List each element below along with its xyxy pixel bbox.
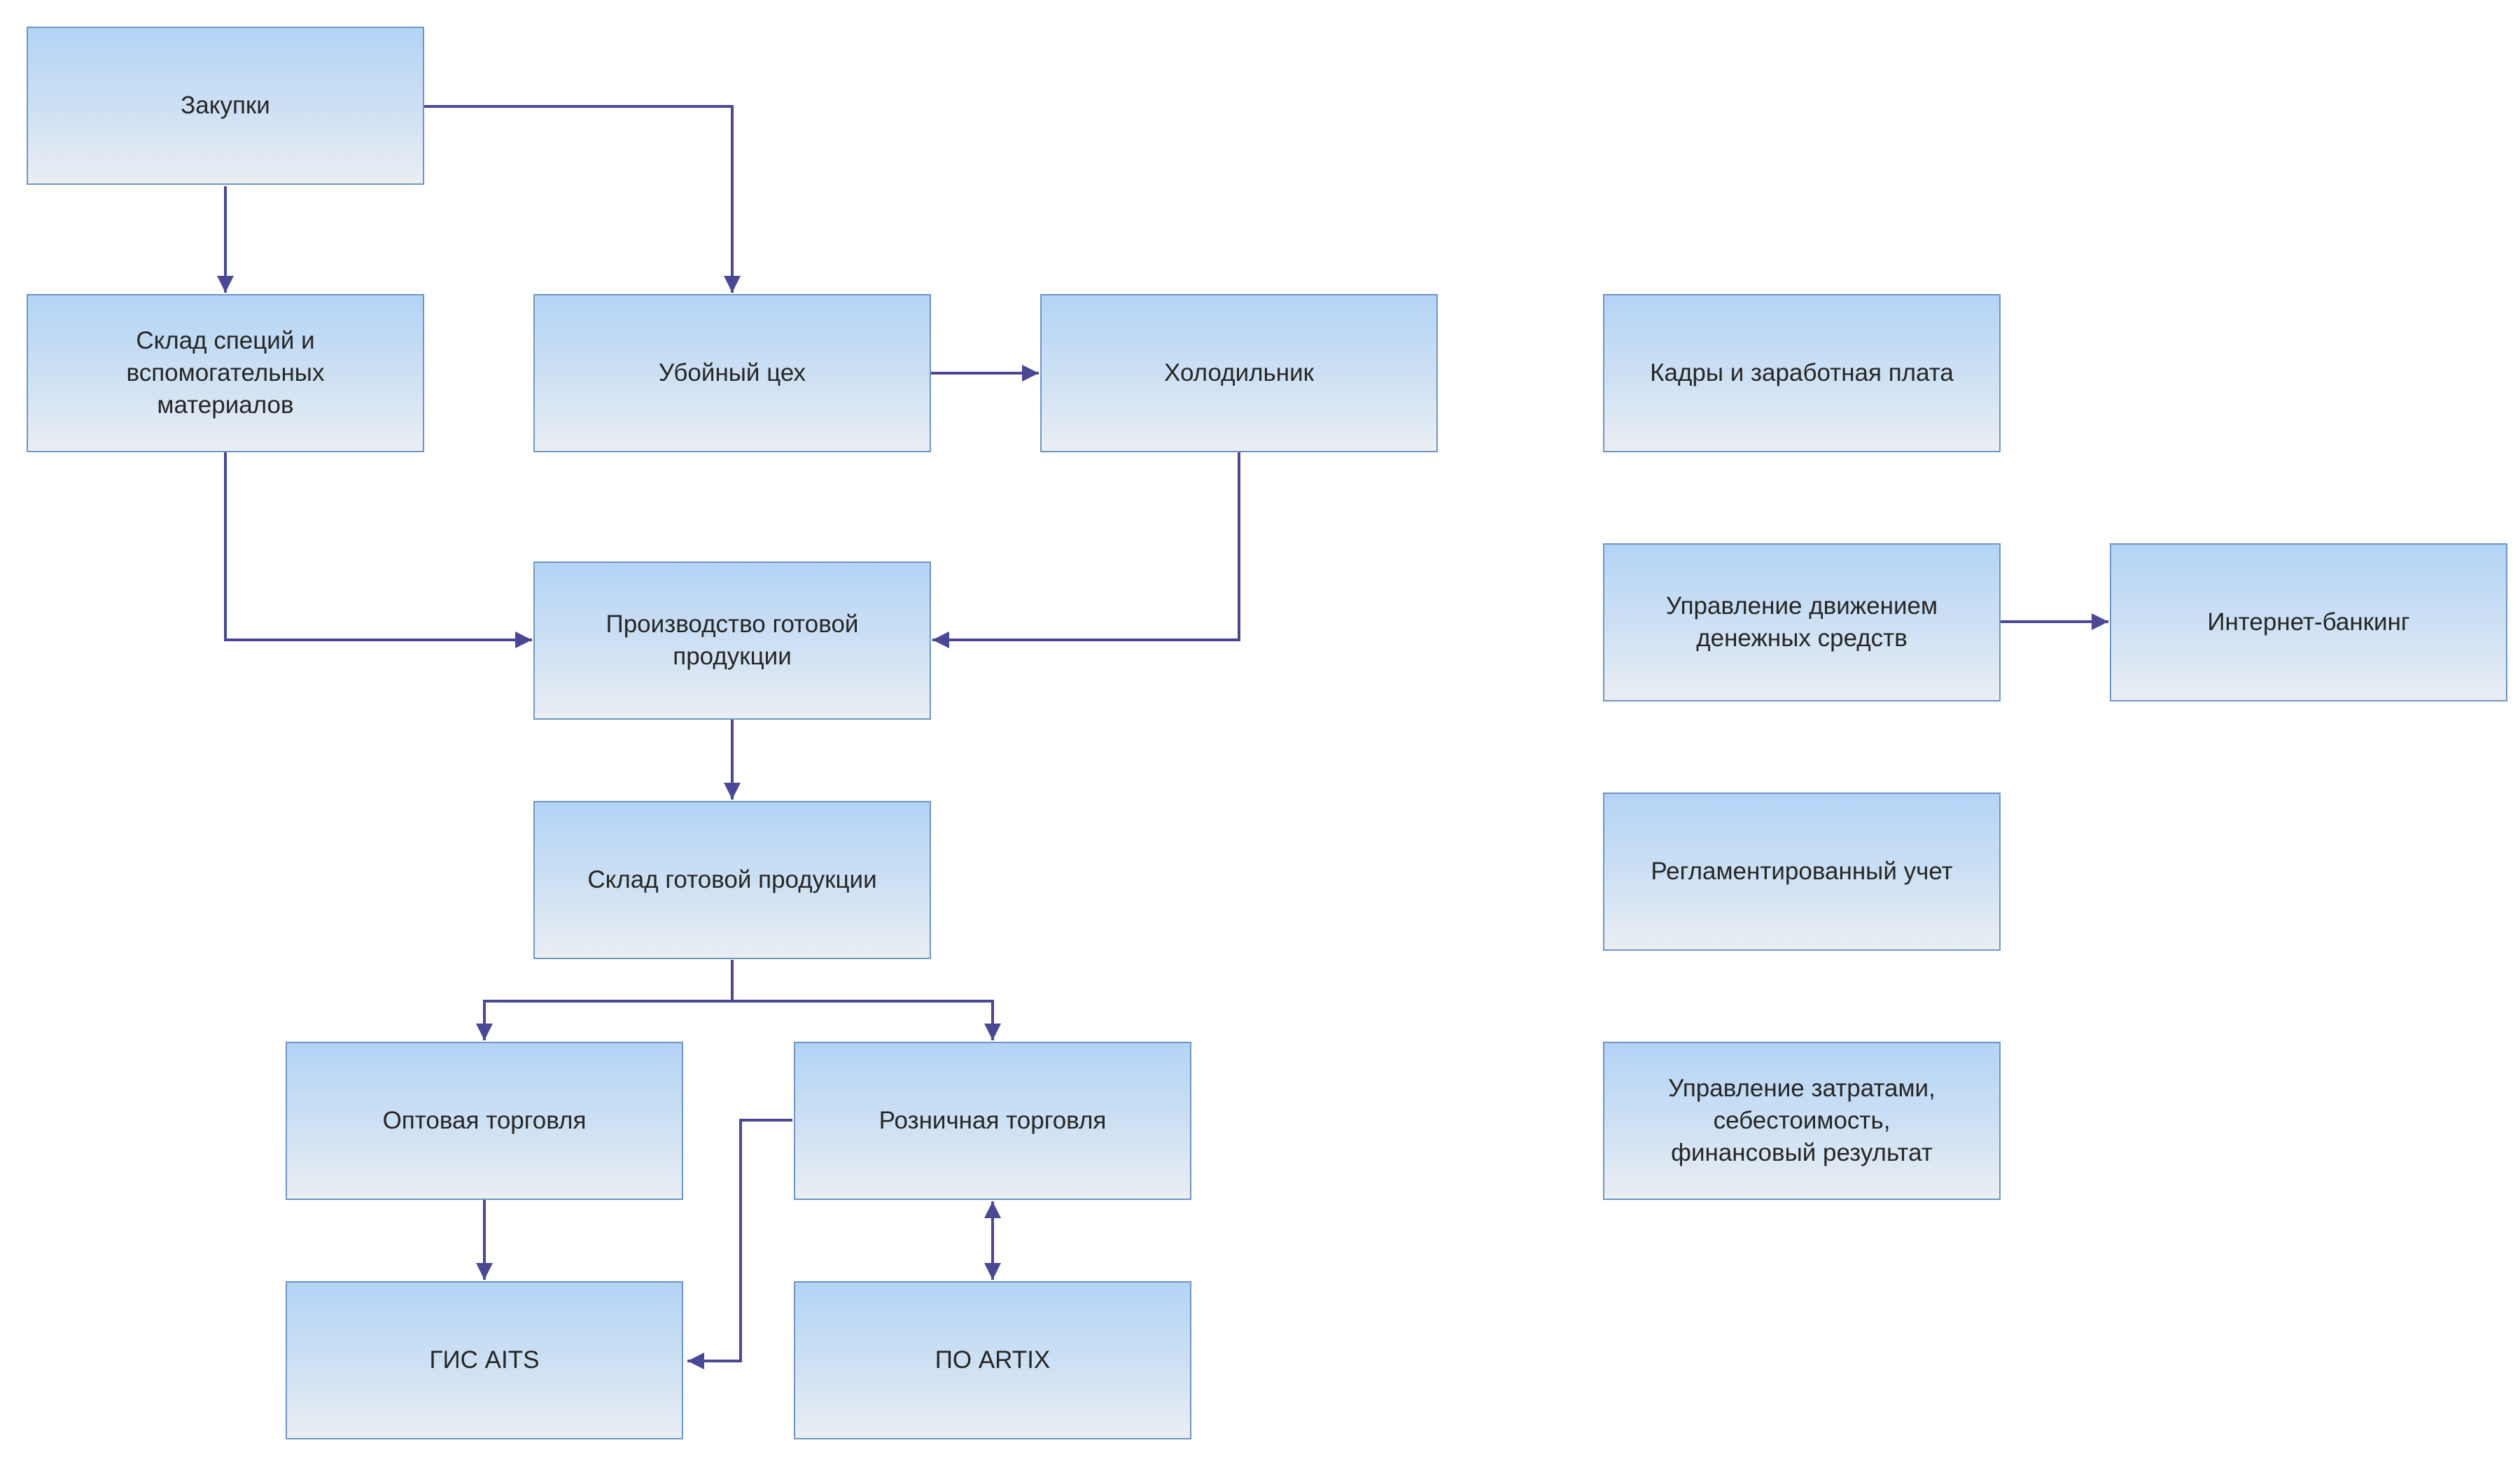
node-uboyny-ceh[interactable]: Убойный цех [533, 294, 931, 452]
node-sklad-speciy[interactable]: Склад специй и вспомогательных материало… [27, 294, 424, 452]
edge-sklad-gotovoy-to-roznichnaya [732, 1000, 1001, 1040]
node-kadry-label: Кадры и заработная плата [1650, 359, 1954, 386]
node-upravlenie-ds-label: Управление движением денежных средств [1665, 592, 1938, 652]
node-po-artix-label: ПО ARTIX [934, 1346, 1051, 1374]
node-holodilnik[interactable]: Холодильник [1040, 294, 1438, 452]
node-zakupki-label: Закупки [181, 92, 270, 119]
edge-roznichnaya-to-gis-aits [687, 1119, 792, 1369]
node-upravlenie-zatratami[interactable]: Управление затратами, себестоимость, фин… [1603, 1042, 2001, 1200]
node-internet-banking-label: Интернет-банкинг [2207, 608, 2410, 636]
node-upravlenie-zatratami-label: Управление затратами, себестоимость, фин… [1668, 1075, 1935, 1166]
edge-sklad-speciy-to-proizvodstvo [224, 452, 532, 648]
node-proizvodstvo-label: Производство готовой продукции [606, 610, 859, 670]
node-reglament-label: Регламентированный учет [1651, 858, 1953, 885]
edge-zakupki-to-uboyny-ceh [424, 105, 741, 293]
edge-holodilnik-to-proizvodstvo [932, 452, 1240, 648]
node-gis-aits-label: ГИС AITS [429, 1346, 540, 1374]
node-gis-aits[interactable]: ГИС AITS [286, 1281, 683, 1439]
node-proizvodstvo[interactable]: Производство готовой продукции [533, 561, 931, 720]
node-roznichnaya-label: Розничная торговля [878, 1107, 1107, 1134]
node-optovaya[interactable]: Оптовая торговля [286, 1042, 683, 1200]
node-internet-banking[interactable]: Интернет-банкинг [2110, 543, 2507, 701]
node-zakupki[interactable]: Закупки [27, 27, 424, 185]
node-kadry[interactable]: Кадры и заработная плата [1603, 294, 2001, 452]
node-uboyny-ceh-label: Убойный цех [658, 359, 806, 386]
node-upravlenie-ds[interactable]: Управление движением денежных средств [1603, 543, 2001, 701]
node-sklad-gotovoy[interactable]: Склад готовой продукции [533, 801, 931, 959]
node-sklad-speciy-label: Склад специй и вспомогательных материало… [126, 327, 325, 419]
node-optovaya-label: Оптовая торговля [382, 1107, 587, 1134]
node-holodilnik-label: Холодильник [1164, 359, 1314, 386]
node-po-artix[interactable]: ПО ARTIX [794, 1281, 1191, 1439]
node-sklad-gotovoy-label: Склад готовой продукции [587, 866, 877, 893]
node-reglament[interactable]: Регламентированный учет [1603, 793, 2001, 951]
node-roznichnaya[interactable]: Розничная торговля [794, 1042, 1191, 1200]
edge-sklad-gotovoy-to-optovaya [476, 1000, 732, 1040]
